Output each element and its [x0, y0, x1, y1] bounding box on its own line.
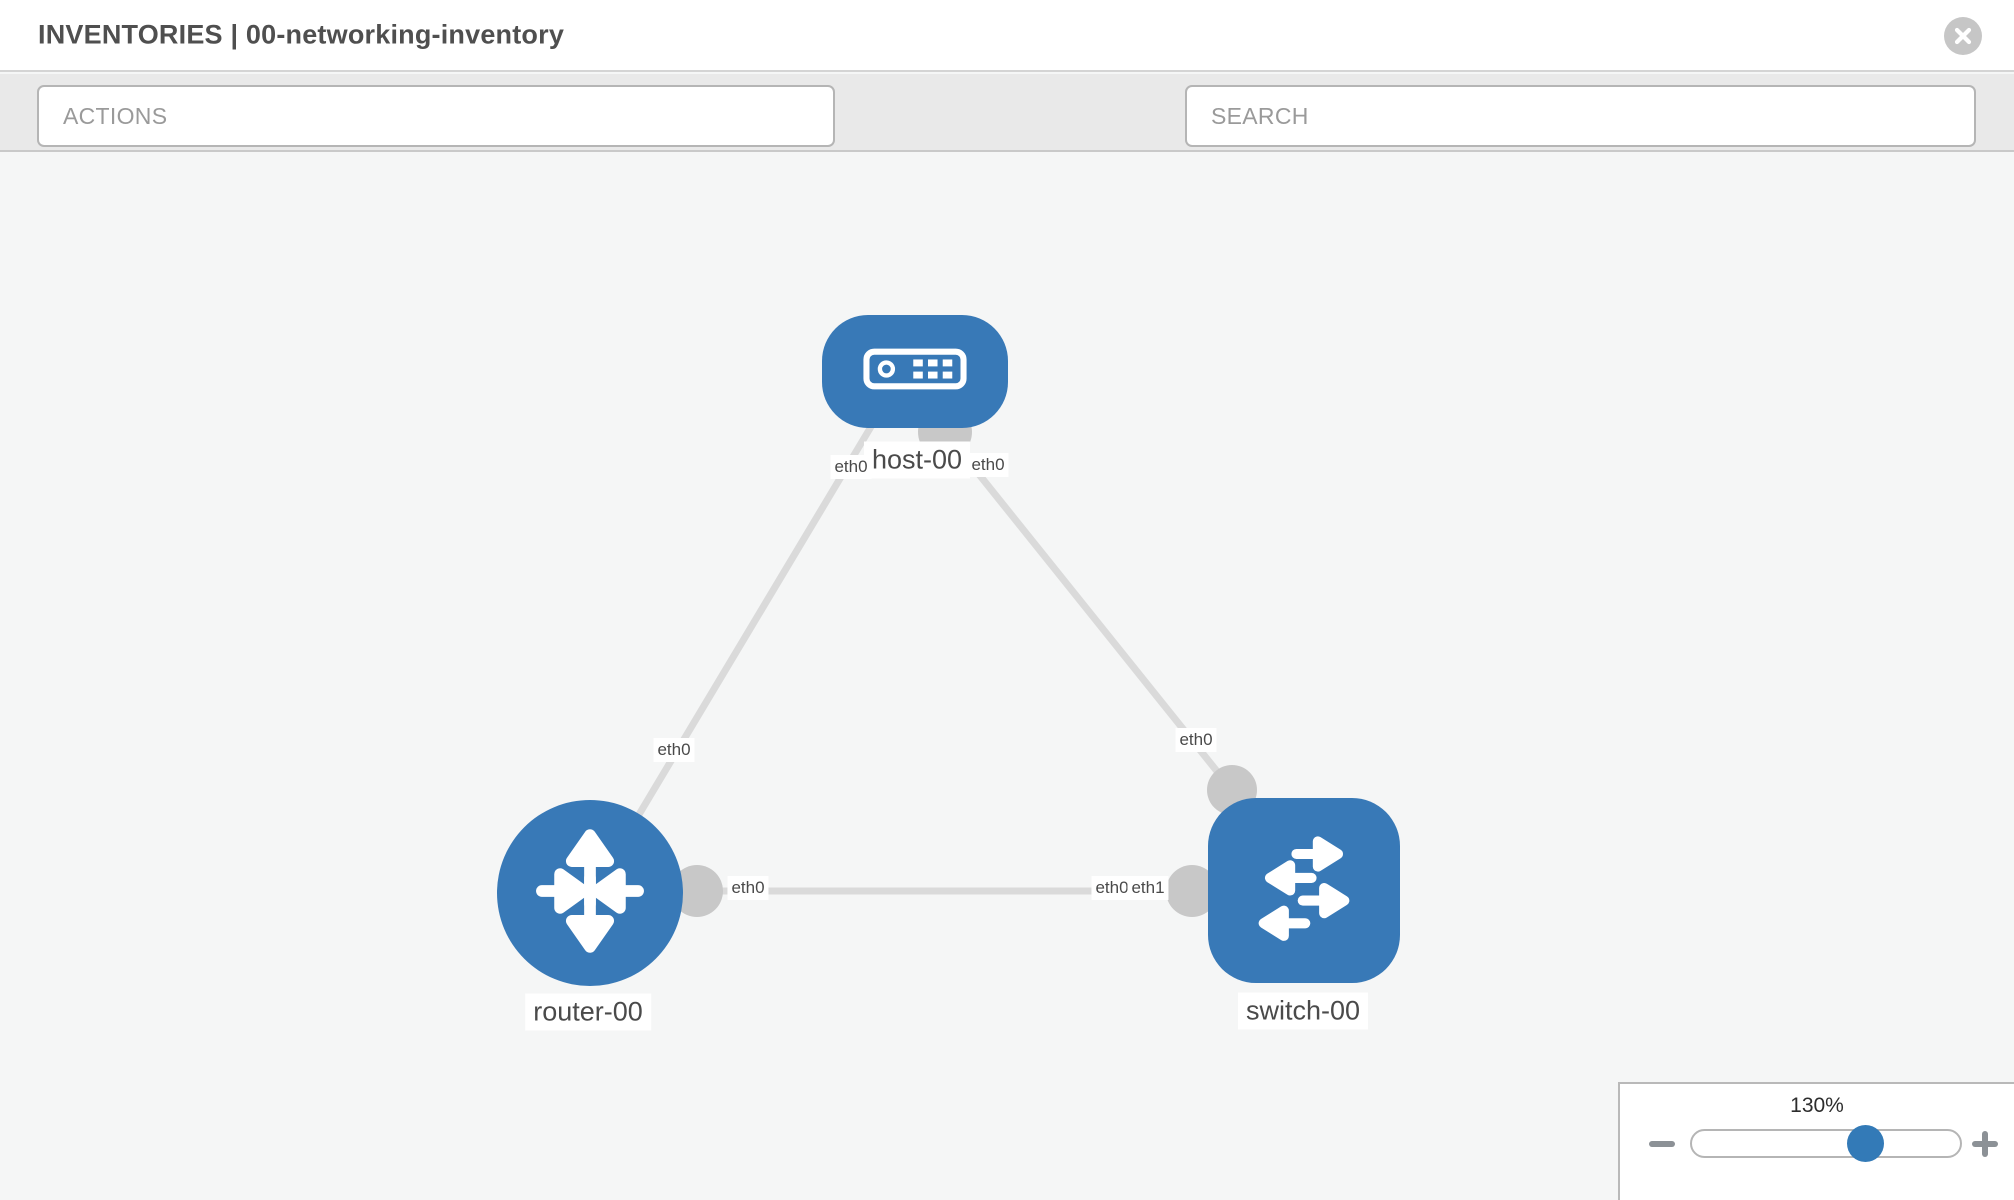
interface-label: eth0 [830, 455, 872, 479]
interface-label: eth0 [1091, 876, 1133, 900]
actions-dropdown[interactable]: ACTIONS [37, 85, 835, 147]
host-icon [863, 347, 967, 396]
zoom-level-value: 130% [1790, 1094, 1844, 1117]
switch-icon [1241, 825, 1367, 956]
search-dropdown[interactable]: SEARCH [1185, 85, 1976, 147]
zoom-in-button[interactable] [1965, 1124, 2005, 1164]
toolbar: ACTIONS SEARCH [0, 74, 2014, 210]
minus-icon [1649, 1141, 1675, 1147]
node-switch-00[interactable] [1208, 798, 1400, 983]
link-router-host [588, 413, 882, 895]
zoom-slider-thumb[interactable] [1847, 1125, 1884, 1162]
header: INVENTORIES | 00-networking-inventory [0, 0, 2014, 72]
close-icon [1953, 26, 1973, 46]
interface-label: eth0 [967, 453, 1009, 477]
plus-icon [1982, 1131, 1988, 1157]
zoom-slider-track[interactable] [1690, 1125, 1962, 1162]
node-label-host-00: host-00 [863, 441, 971, 479]
zoom-out-button[interactable] [1642, 1124, 1682, 1164]
actions-dropdown-label: ACTIONS [63, 102, 168, 129]
interface-label: eth0 [1175, 728, 1217, 752]
port-router-eth0 [671, 865, 723, 917]
zoom-control-panel: 130% [1618, 1082, 2014, 1200]
node-label-router-00: router-00 [525, 993, 651, 1031]
node-host-00[interactable] [822, 315, 1008, 428]
interface-label: eth0 [727, 876, 769, 900]
interface-label: eth1 [1127, 876, 1169, 900]
router-icon [525, 826, 655, 961]
interface-label: eth0 [653, 738, 695, 762]
close-button[interactable] [1944, 17, 1982, 55]
node-label-switch-00: switch-00 [1237, 992, 1369, 1030]
search-dropdown-label: SEARCH [1211, 102, 1309, 129]
links-layer [588, 405, 1300, 917]
page-title: INVENTORIES | 00-networking-inventory [38, 19, 565, 50]
node-router-00[interactable] [497, 800, 683, 986]
topology-canvas[interactable]: host-00 router-00 switch-00 eth0 eth0 et… [0, 152, 2014, 1200]
port-switch-eth1 [1166, 865, 1218, 917]
